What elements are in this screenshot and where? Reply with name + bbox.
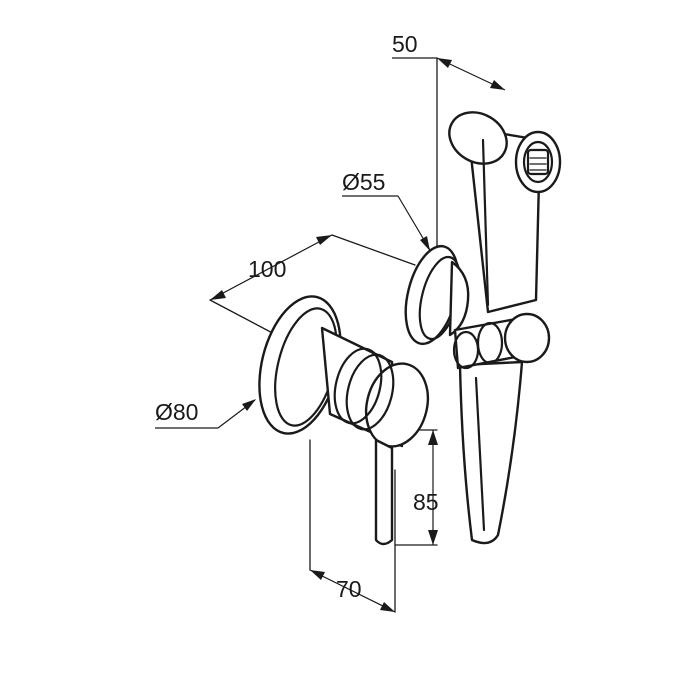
dimension-55: [342, 195, 431, 251]
label-50: 50: [392, 31, 418, 57]
swivel-connector: [452, 312, 551, 370]
label-55: Ø55: [342, 169, 385, 195]
label-80: Ø80: [155, 399, 198, 425]
hose: [458, 360, 524, 545]
label-70: 70: [336, 576, 362, 602]
dimension-85: [428, 430, 438, 545]
holder-rosette: [404, 244, 470, 346]
dimension-50: [392, 57, 506, 91]
mixer-body: [320, 326, 430, 448]
label-85: 85: [413, 489, 439, 515]
mixer-lever: [374, 438, 394, 546]
label-100: 100: [248, 256, 286, 282]
dimension-80: [155, 399, 256, 429]
dimension-100: [209, 234, 333, 301]
dimension-70: [309, 569, 396, 613]
hand-shower: [448, 111, 562, 314]
extension-lines: [209, 57, 438, 613]
